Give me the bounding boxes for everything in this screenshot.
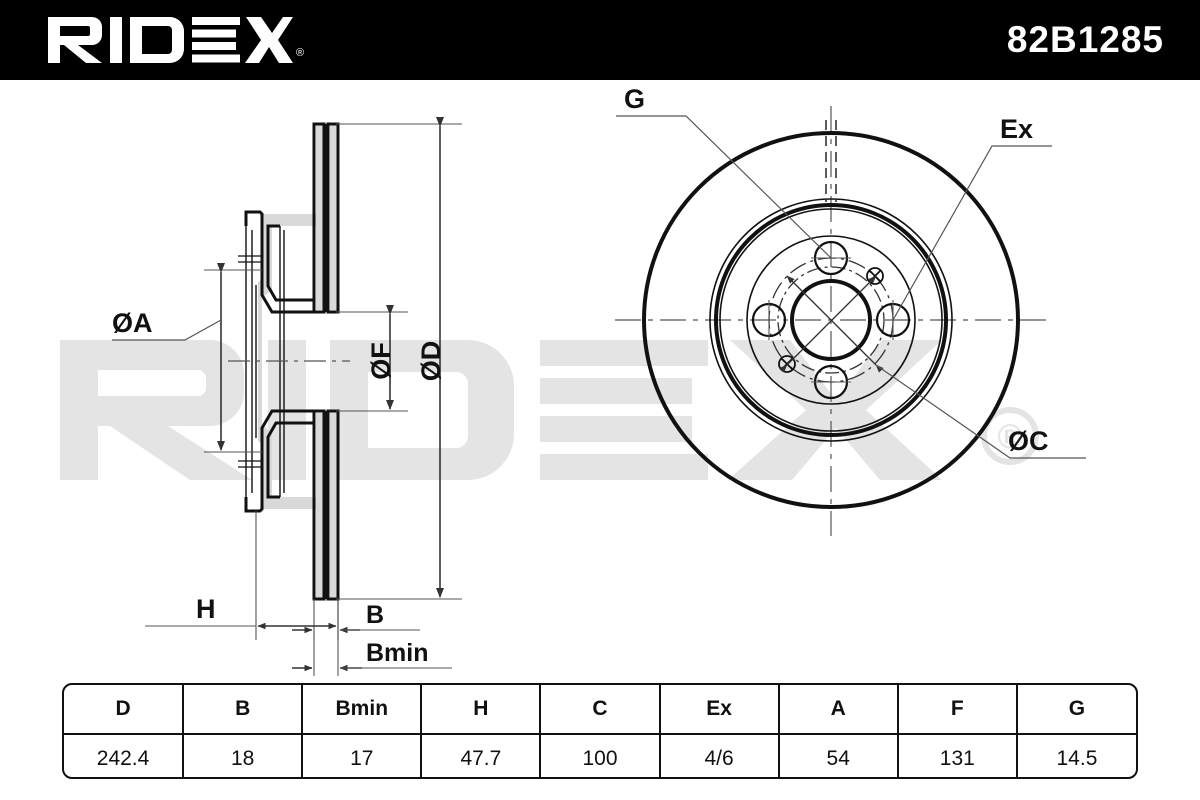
table-header-c: C [539,685,660,735]
dimension-bmin: Bmin [292,599,452,676]
callout-g: G [616,84,832,259]
dimension-b: B [292,599,420,640]
hub-step-ticks [238,255,262,468]
friction-ring-top [312,122,340,314]
table-value-a: 54 [777,734,898,777]
friction-ring-bottom [312,409,340,601]
front-face-view: G Ex ØC [615,84,1086,536]
friction-ring-inner-circle-outer [709,198,953,442]
rim-notch-mark [825,120,837,202]
table-value-c: 100 [539,734,660,777]
table-value-h: 47.7 [420,734,541,777]
table-value-f: 131 [896,734,1017,777]
dimension-h: H [145,511,339,640]
dimension-label-h: H [196,594,216,624]
pitch-circle-dimension [779,275,884,373]
dimension-d: ØD [336,117,462,600]
dimension-label-g: G [624,84,645,114]
ridex-logo: ® [48,17,304,63]
table-header-d: D [64,685,184,735]
registered-mark: ® [296,47,305,59]
table-value-ex: 4/6 [658,734,779,777]
disc-outer-circle [642,131,1020,509]
dimension-label-a: ØA [112,308,153,338]
part-number: 82B1285 [1006,19,1164,60]
table-value-d: 242.4 [96,747,150,770]
page-header: ® 82B1285 [0,0,1200,80]
table-header-row: D B Bmin H C Ex A F G [64,685,1136,735]
table-header-a: A [777,685,898,735]
dimension-label-f: ØF [366,342,396,380]
dimension-label-b: B [366,601,384,629]
table-value-b: 18 [182,734,303,777]
specifications-table: D B Bmin H C Ex A F G 242.4 18 17 47.7 [62,683,1138,779]
hat-profile [244,210,314,513]
dimension-label-bmin: Bmin [366,639,429,667]
table-row: 242.4 18 17 47.7 100 4/6 54 131 14.5 [64,734,1136,777]
threaded-hole-pitch-circle [777,266,885,374]
ridex-wordmark-icon [48,17,293,63]
table-header-f: F [896,685,1017,735]
table-header-b: B [182,685,303,735]
dimension-a: ØA [112,263,262,453]
dimension-label-c: ØC [1008,426,1049,456]
technical-drawing: ØD ØF ØA [112,84,1086,676]
dimension-label-d: ØD [416,341,446,382]
table-value-bmin: 17 [301,734,422,777]
dimension-f: ØF [336,305,408,412]
table-header-g: G [1015,685,1136,735]
dimension-label-ex: Ex [1000,114,1033,144]
callout-c: ØC [875,364,1086,459]
hat-body-circle [746,235,916,405]
table-header-h: H [420,685,541,735]
table-header-bmin: Bmin [301,685,422,735]
cross-section-side-view: ØD ØF ØA [112,117,462,676]
callout-ex: Ex [892,114,1052,321]
friction-ring-inner-circle [714,203,948,437]
hat-outer-circle [719,208,943,432]
table-header-ex: Ex [658,685,779,735]
table-value-g: 14.5 [1015,734,1136,777]
